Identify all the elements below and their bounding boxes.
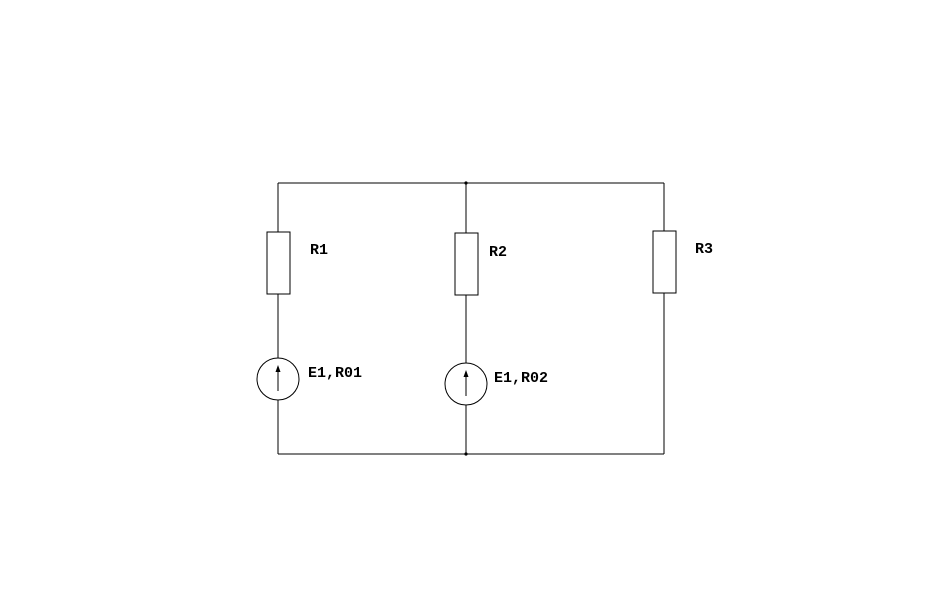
right-branch: R3: [652, 183, 713, 454]
source-e1-r02: [444, 362, 488, 406]
resistor-r3: [652, 230, 677, 294]
up-arrow-icon: [463, 370, 469, 377]
middle-branch: R2 E1,R02: [444, 183, 548, 454]
source-e1-r01: [256, 357, 300, 401]
label-r1: R1: [310, 242, 328, 259]
label-source2: E1,R02: [494, 370, 548, 387]
label-source1: E1,R01: [308, 365, 362, 382]
resistor-r1: [266, 231, 291, 295]
resistor-r2: [454, 232, 479, 296]
label-r3: R3: [695, 241, 713, 258]
up-arrow-icon: [275, 365, 281, 372]
label-r2: R2: [489, 244, 507, 261]
left-branch: R1 E1,R01: [256, 183, 362, 454]
